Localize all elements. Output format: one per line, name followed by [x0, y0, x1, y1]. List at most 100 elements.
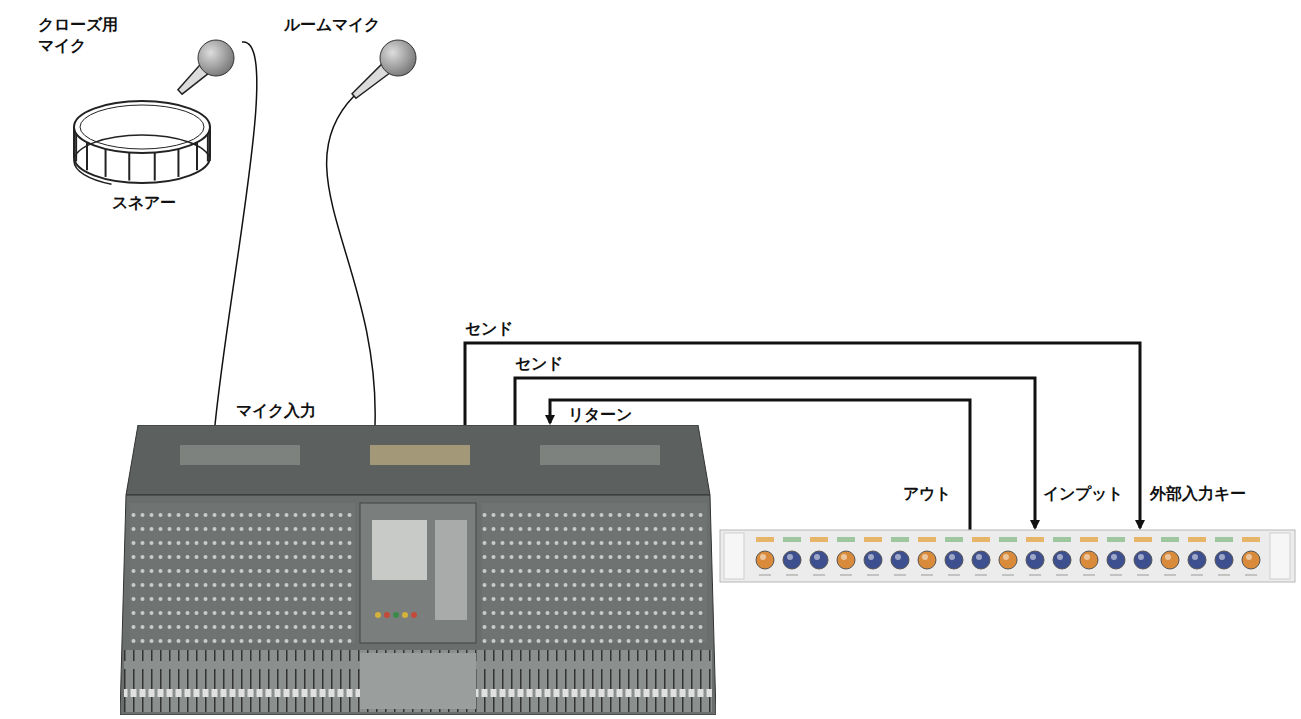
knob — [1134, 551, 1152, 569]
drum-rim — [80, 105, 204, 149]
room-mic: ルームマイク — [340, 36, 422, 102]
led-strip — [1053, 537, 1071, 542]
knob-scale — [1110, 575, 1122, 576]
master-section — [360, 503, 476, 643]
led-strip — [756, 537, 774, 542]
led-strip — [1242, 537, 1260, 542]
meter-window — [540, 445, 660, 465]
mic-cable — [215, 42, 257, 425]
knob — [1242, 551, 1260, 569]
master-button — [393, 612, 399, 618]
led-strip — [918, 537, 936, 542]
knob-highlight — [814, 554, 820, 560]
node-label: インプット — [1043, 483, 1123, 504]
knob-highlight — [1030, 554, 1036, 560]
knob-highlight — [922, 554, 928, 560]
master-meters — [435, 520, 467, 620]
led-strip — [864, 537, 882, 542]
knob-highlight — [1165, 554, 1171, 560]
fader-bank — [124, 650, 712, 712]
edge-label: センド — [463, 319, 515, 339]
rack-ear — [724, 533, 744, 579]
mic-head — [198, 40, 234, 76]
close-mic: クローズ用 マイク — [172, 36, 242, 98]
led-strip — [783, 537, 801, 542]
led-strip — [1161, 537, 1179, 542]
knob-highlight — [1084, 554, 1090, 560]
led-strip — [1080, 537, 1098, 542]
rack-panel — [720, 530, 1295, 582]
drum-head — [74, 101, 210, 153]
knob — [1188, 551, 1206, 569]
knob-scale — [1002, 575, 1014, 576]
channel-strips — [482, 503, 707, 643]
knob — [837, 551, 855, 569]
knob-highlight — [949, 554, 955, 560]
mic-head — [380, 40, 416, 76]
led-strip — [972, 537, 990, 542]
knob-highlight — [1192, 554, 1198, 560]
edge-label: センド — [513, 354, 565, 374]
knob-scale — [1056, 575, 1068, 576]
knob-highlight — [787, 554, 793, 560]
drum-bottom-hoop — [74, 135, 210, 187]
led-strip — [837, 537, 855, 542]
knob — [918, 551, 936, 569]
rack-knobs — [756, 537, 1260, 575]
mic-illustration — [340, 36, 422, 102]
channel-strips — [130, 503, 355, 643]
console-surface — [120, 495, 716, 715]
node-label: 外部入力キー — [1150, 483, 1246, 504]
node-label: クローズ用 マイク — [38, 14, 134, 56]
knob-highlight — [841, 554, 847, 560]
knob-scale — [867, 575, 879, 576]
led-strip — [945, 537, 963, 542]
key-input-jack: 外部入力キー — [1130, 530, 1150, 550]
knob-highlight — [1057, 554, 1063, 560]
knob — [1080, 551, 1098, 569]
knob-scale — [894, 575, 906, 576]
led-strip — [1107, 537, 1125, 542]
led-strip — [1215, 537, 1233, 542]
knob-scale — [948, 575, 960, 576]
knob-scale — [1245, 575, 1257, 576]
led-strip — [891, 537, 909, 542]
knob — [1026, 551, 1044, 569]
knob-highlight — [895, 554, 901, 560]
input-jack: インプット — [1025, 530, 1045, 550]
knob-highlight — [1246, 554, 1252, 560]
knob-scale — [1191, 575, 1203, 576]
snare-illustration — [68, 95, 216, 191]
knob — [1161, 551, 1179, 569]
knob — [756, 551, 774, 569]
knob-scale — [1164, 575, 1176, 576]
knob-highlight — [760, 554, 766, 560]
logo-window — [180, 445, 300, 465]
meter-bridge — [126, 425, 710, 495]
led-strip — [1026, 537, 1044, 542]
node-label: ルームマイク — [284, 14, 380, 35]
node-label: スネアー — [112, 192, 176, 213]
led-strip — [1188, 537, 1206, 542]
node-label: マイク入力 — [236, 400, 316, 421]
master-button — [411, 612, 417, 618]
knob — [1053, 551, 1071, 569]
knob-highlight — [976, 554, 982, 560]
led-strip — [810, 537, 828, 542]
knob-scale — [921, 575, 933, 576]
knob — [999, 551, 1017, 569]
mic-cable — [327, 96, 376, 425]
knob — [1215, 551, 1233, 569]
mixing-console: マイク入力 — [120, 425, 716, 715]
knob-scale — [813, 575, 825, 576]
knob-scale — [1137, 575, 1149, 576]
meter-window — [370, 445, 470, 465]
knob-scale — [1029, 575, 1041, 576]
knob-highlight — [1111, 554, 1117, 560]
led-strip — [999, 537, 1017, 542]
knob-highlight — [868, 554, 874, 560]
rack-ear — [1270, 533, 1290, 579]
console-illustration — [120, 425, 716, 715]
knob — [945, 551, 963, 569]
knob — [891, 551, 909, 569]
